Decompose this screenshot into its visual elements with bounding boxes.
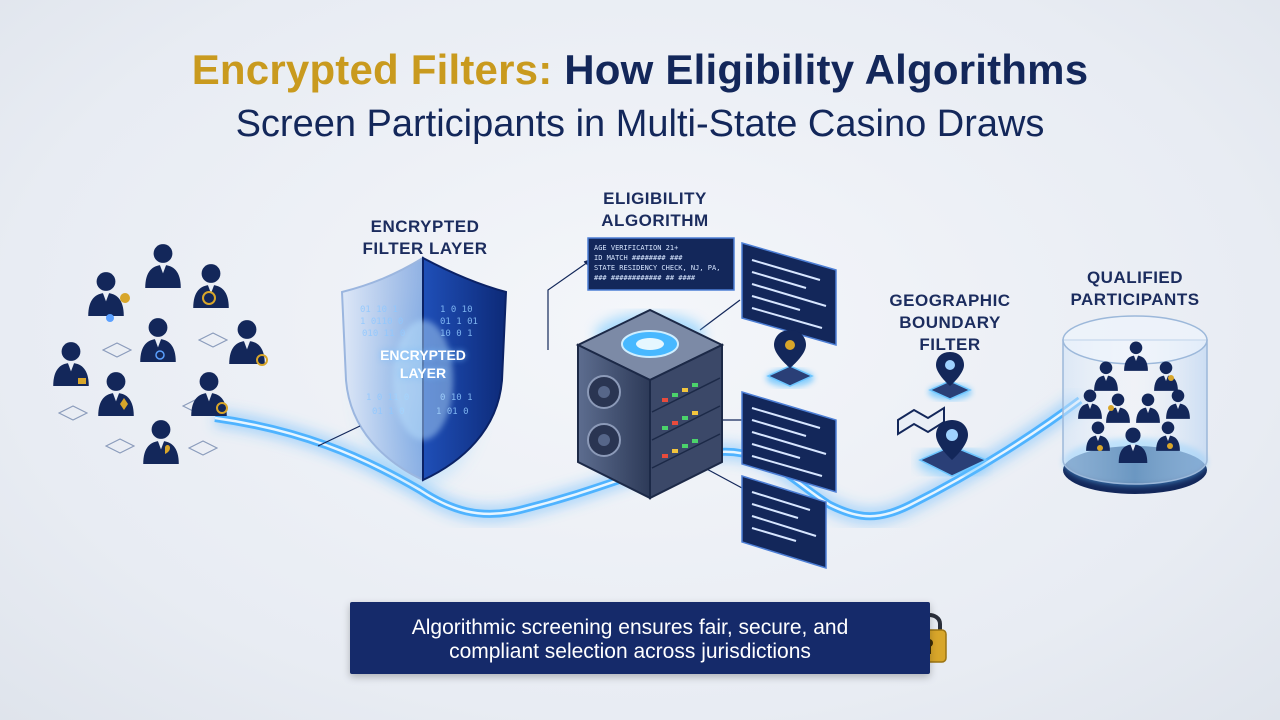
data-panel-icon: AGE VERIFICATION 21+ ID MATCH ######## #… [587,237,735,291]
svg-text:1 0110 0: 1 0110 0 [360,317,403,327]
participant-icon [143,420,179,464]
eligibility-algorithm-label: ELIGIBILITY ALGORITHM [570,188,740,232]
svg-text:01 1 0: 01 1 0 [372,407,405,417]
glass-cylinder-icon [1062,315,1208,494]
participant-group [53,244,268,464]
title-accent: Encrypted Filters: [191,46,553,93]
title-main: How Eligibility Algorithms [564,46,1089,93]
title-block: Encrypted Filters: How Eligibility Algor… [0,44,1280,148]
svg-text:AGE VERIFICATION 21+: AGE VERIFICATION 21+ [594,244,678,252]
page-title: Encrypted Filters: How Eligibility Algor… [0,44,1280,96]
shield-icon: 01 10 1 1 0110 0 010 11 0 1 0 10 01 1 01 10… [340,256,508,490]
label-line: ENCRYPTED [370,217,480,236]
shield-text: ENCRYPTED LAYER [368,346,478,382]
encrypted-filter-layer-label: ENCRYPTED FILTER LAYER [340,216,510,260]
svg-text:STATE RESIDENCY CHECK, NJ, PA,: STATE RESIDENCY CHECK, NJ, PA, [594,264,720,272]
shield-text-line: LAYER [399,365,447,381]
svg-text:01 10 1: 01 10 1 [360,305,398,315]
label-line: PARTICIPANTS [1070,290,1200,309]
label-line: FILTER LAYER [362,239,488,258]
label-line: ELIGIBILITY [603,189,707,208]
location-pin-icon [928,352,972,400]
label-line: ALGORITHM [601,211,709,230]
svg-text:1 0 11 0: 1 0 11 0 [366,393,409,403]
svg-text:1 0 10: 1 0 10 [440,305,473,315]
data-panel-icon [741,390,837,494]
svg-text:010 11 0: 010 11 0 [362,329,405,339]
svg-text:ID MATCH ######## ###: ID MATCH ######## ### [594,254,683,262]
label-line: FILTER [919,335,981,354]
participant-icon [88,272,124,316]
data-panel-icon [741,242,837,346]
banner-text: Algorithmic screening ensures fair, secu… [350,616,910,664]
geographic-filter-label: GEOGRAPHIC BOUNDARY FILTER [870,290,1030,356]
page-subtitle: Screen Participants in Multi-State Casin… [235,103,1045,145]
label-line: GEOGRAPHIC [889,291,1011,310]
participant-icon [140,318,176,362]
qualified-participants-label: QUALIFIED PARTICIPANTS [1050,267,1220,311]
svg-text:1 01 0: 1 01 0 [436,407,469,417]
server-icon [575,308,725,500]
participant-icon [191,372,227,416]
svg-text:### ############ ## ####: ### ############ ## #### [594,274,696,282]
label-line: QUALIFIED [1086,268,1184,287]
location-pin-icon [766,330,814,387]
banner-line: compliant selection across jurisdictions [449,640,811,663]
summary-banner: Algorithmic screening ensures fair, secu… [350,602,930,674]
banner-line: Algorithmic screening ensures fair, secu… [411,616,849,639]
location-pin-icon [918,420,988,477]
participant-icon [98,372,134,416]
svg-text:01 1 01: 01 1 01 [440,317,478,327]
svg-text:10 0 1: 10 0 1 [440,329,473,339]
participant-icon [229,320,265,364]
data-panel-icon [741,474,827,570]
participant-icon [145,244,181,288]
shield-text-line: ENCRYPTED [380,347,466,363]
svg-text:0 10 1: 0 10 1 [440,393,473,403]
label-line: BOUNDARY [899,313,1001,332]
participant-icon [193,264,229,308]
